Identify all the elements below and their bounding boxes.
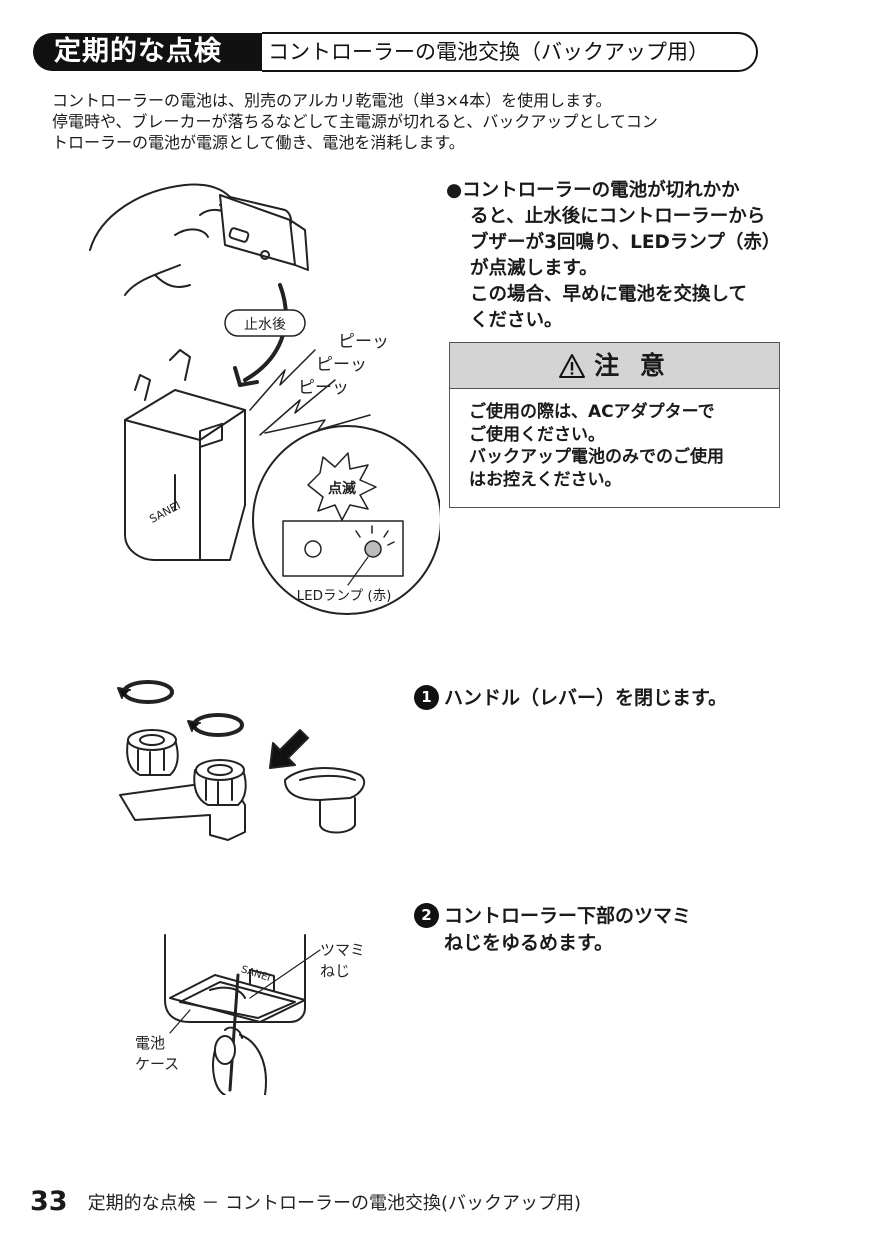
note-line: ると、止水後にコントローラーから	[470, 206, 766, 227]
battery-low-note: ●コントローラーの電池が切れかか ると、止水後にコントローラーから ブザーが3回…	[446, 178, 796, 334]
beep-text: ピーッ	[338, 332, 389, 352]
step-number-badge: 2	[414, 903, 439, 928]
led-off-icon	[304, 540, 322, 558]
lever-faucet	[284, 767, 366, 801]
faucet-illustration	[117, 680, 366, 841]
header-shape	[33, 32, 758, 72]
footer-section-title: 定期的な点検 － コントローラーの電池交換(バックアップ用)	[87, 1192, 582, 1214]
battery-case-illustration: SANEI ツマミ ねじ 電池 ケース	[135, 934, 365, 1095]
battery-case-label: 電池	[135, 1034, 165, 1052]
caution-line: ご使用の際は、ACアダプターで	[469, 402, 715, 422]
led-lamp-label: LEDランプ (赤)	[297, 588, 392, 604]
caution-line: はお控えください。	[469, 469, 622, 490]
note-line: が点滅します。	[470, 258, 598, 279]
caution-title: 注 意	[594, 350, 671, 380]
caution-line: バックアップ電池のみでのご使用	[469, 447, 724, 467]
page-number: 33	[30, 1186, 68, 1217]
intro-line: 停電時や、ブレーカーが落ちるなどして主電源が切れると、バックアップとしてコン	[52, 112, 658, 131]
controller-illustration: SANEI 止水後 ピーッ ピーッ ピーッ 点滅 LEDランプ (赤)	[89, 183, 440, 615]
step-text: ハンドル（レバー）を閉じます。	[444, 687, 728, 709]
note-line: この場合、早めに電池を交換して	[470, 284, 747, 305]
note-line: ブザーが3回鳴り、LEDランプ（赤）	[470, 232, 781, 253]
page-footer: 33 定期的な点検 － コントローラーの電池交換(バックアップ用)	[30, 1186, 581, 1217]
caution-line: ご使用ください。	[469, 424, 605, 445]
blink-label: 点滅	[328, 480, 356, 497]
step-number-badge: 1	[414, 685, 439, 710]
caution-text: ご使用の際は、ACアダプターで ご使用ください。 バックアップ電池のみでのご使用…	[450, 389, 779, 491]
screw-label: ツマミ	[320, 941, 365, 959]
section-title: 定期的な点検	[54, 36, 222, 67]
note-line: ●コントローラーの電池が切れかか	[446, 180, 740, 201]
controller-box	[124, 409, 246, 561]
led-on-icon	[364, 540, 382, 558]
caution-box: 注 意 ご使用の際は、ACアダプターで ご使用ください。 バックアップ電池のみで…	[449, 342, 780, 508]
screw-label: ねじ	[320, 962, 350, 980]
hand-outline	[212, 1026, 267, 1095]
section-header: 定期的な点検 コントローラーの電池交換（バックアップ用）	[32, 32, 758, 72]
hand-outline	[89, 183, 231, 251]
caution-header: 注 意	[450, 343, 779, 389]
note-line: ください。	[470, 310, 563, 331]
intro-line: コントローラーの電池は、別売のアルカリ乾電池（単3×4本）を使用します。	[52, 91, 612, 110]
intro-paragraph: コントローラーの電池は、別売のアルカリ乾電池（単3×4本）を使用します。 停電時…	[52, 90, 832, 153]
blink-starburst	[307, 452, 377, 521]
section-subtitle: コントローラーの電池交換（バックアップ用）	[268, 40, 709, 64]
step-text: ねじをゆるめます。	[444, 932, 614, 954]
rotate-arrow-icon	[122, 680, 174, 704]
intro-line: トローラーの電池が電源として働き、電池を消耗します。	[52, 133, 465, 152]
press-down-arrow-icon	[269, 729, 309, 769]
warning-triangle-icon	[559, 353, 586, 378]
battery-case-label: ケース	[135, 1055, 179, 1073]
beep-text: ピーッ	[298, 378, 349, 398]
beep-text: ピーッ	[316, 355, 367, 375]
rotate-arrow-icon	[192, 713, 244, 737]
step-text: コントローラー下部のツマミ	[444, 905, 692, 927]
after-stop-label: 止水後	[244, 317, 286, 333]
